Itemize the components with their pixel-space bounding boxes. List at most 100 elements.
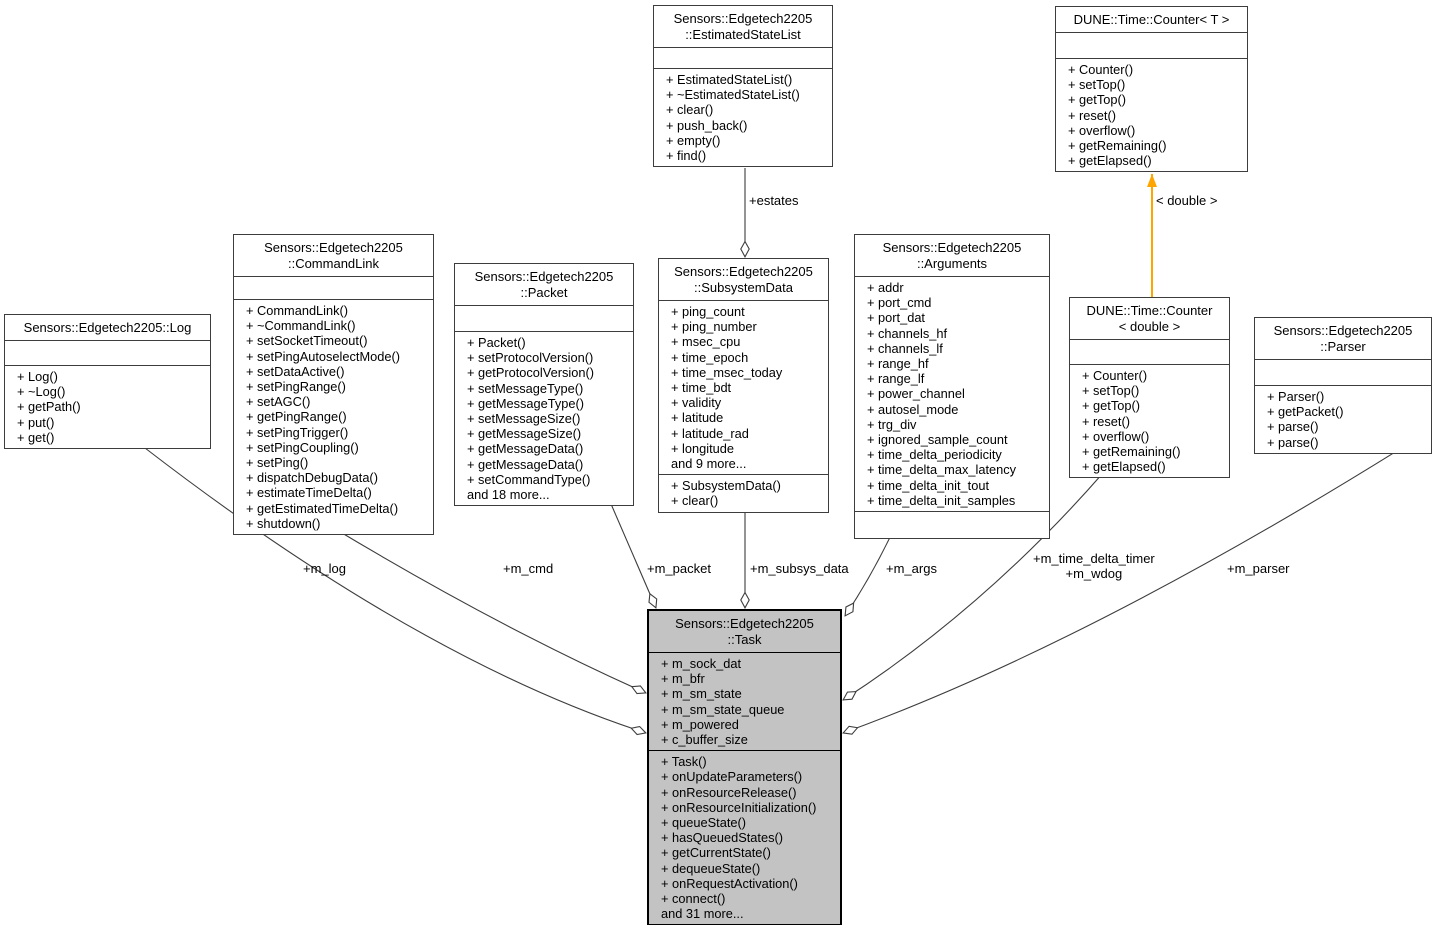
- method-row: + getTop(): [1068, 92, 1126, 108]
- edge-m-timers: [842, 472, 1104, 701]
- method-row: + getProtocolVersion(): [467, 365, 594, 381]
- class-methods-section: [855, 511, 1049, 538]
- method-row: + Packet(): [467, 335, 526, 350]
- class-attributes-section: [1070, 339, 1229, 364]
- edge-label-line: +m_packet: [647, 561, 711, 576]
- method-row: + queueState(): [661, 815, 747, 831]
- method-row: and 18 more...: [467, 487, 550, 503]
- method-row: + shutdown(): [246, 515, 321, 531]
- edge-label-line: +m_subsys_data: [750, 561, 849, 576]
- method-row: + hasQueuedStates(): [661, 830, 784, 846]
- method-row: + setCommandType(): [467, 471, 591, 487]
- method-row: + getMessageType(): [467, 395, 585, 411]
- edge-label-line: +m_args: [886, 561, 937, 576]
- method-row: + overflow(): [1082, 428, 1150, 444]
- class-title: Sensors::Edgetech2205::SubsystemData: [659, 259, 828, 300]
- method-row: + SubsystemData(): [671, 478, 781, 494]
- class-title-line: Sensors::Edgetech2205: [673, 11, 813, 26]
- attribute-row: + ignored_sample_count: [867, 432, 1008, 448]
- class-title-line: Sensors::Edgetech2205: [674, 264, 813, 279]
- method-row: + setPingAutoselectMode(): [246, 348, 401, 364]
- class-title-line: ::Packet: [520, 285, 568, 300]
- method-row: + Parser(): [1267, 389, 1325, 404]
- attribute-row: + time_delta_max_latency: [867, 462, 1017, 478]
- attribute-row: + m_sm_state: [661, 686, 742, 702]
- method-row: + get(): [17, 429, 55, 445]
- method-row: + ~EstimatedStateList(): [666, 87, 800, 103]
- class-node-arguments[interactable]: Sensors::Edgetech2205::Arguments+ addr+ …: [854, 234, 1050, 540]
- attribute-row: + longitude: [671, 440, 734, 456]
- class-methods-section: + EstimatedStateList()+ ~EstimatedStateL…: [654, 68, 832, 166]
- class-methods-section: + Packet()+ setProtocolVersion()+ getPro…: [455, 331, 633, 505]
- class-title-line: ::Arguments: [916, 256, 988, 271]
- edge-m-packet: [607, 496, 658, 609]
- class-methods-section: + SubsystemData()+ clear(): [659, 474, 828, 511]
- edge-label-m_log: +m_log: [303, 561, 346, 576]
- attribute-row: + time_delta_init_samples: [867, 492, 1016, 508]
- attribute-row: + range_lf: [867, 371, 925, 387]
- attribute-row: + msec_cpu: [671, 334, 741, 350]
- method-row: + getTop(): [1082, 398, 1140, 414]
- attribute-row: + trg_div: [867, 416, 917, 432]
- method-row: + dequeueState(): [661, 860, 761, 876]
- class-attributes-section: [234, 276, 433, 299]
- class-title: Sensors::Edgetech2205::Parser: [1255, 318, 1431, 359]
- class-node-counter-t[interactable]: DUNE::Time::Counter< T >+ Counter()+ set…: [1055, 6, 1248, 173]
- attribute-row: + addr: [867, 280, 904, 295]
- class-title-line: ::CommandLink: [287, 256, 380, 271]
- class-title: DUNE::Time::Counter< T >: [1056, 7, 1247, 32]
- class-node-estimated-state-list[interactable]: Sensors::Edgetech2205::EstimatedStateLis…: [653, 5, 833, 168]
- method-row: + getRemaining(): [1068, 138, 1167, 154]
- method-row: + CommandLink(): [246, 303, 349, 318]
- method-row: + push_back(): [666, 117, 748, 133]
- class-node-parser[interactable]: Sensors::Edgetech2205::Parser+ Parser()+…: [1254, 317, 1432, 454]
- attribute-row: + m_bfr: [661, 671, 705, 687]
- class-title: Sensors::Edgetech2205::Packet: [455, 264, 633, 305]
- class-title: Sensors::Edgetech2205::CommandLink: [234, 235, 433, 276]
- attribute-row: + ping_number: [671, 319, 757, 335]
- attribute-row: + range_hf: [867, 356, 929, 372]
- edge-m-parser: [842, 448, 1401, 735]
- class-node-command-link[interactable]: Sensors::Edgetech2205::CommandLink+ Comm…: [233, 234, 434, 536]
- method-row: + setSocketTimeout(): [246, 333, 368, 349]
- method-row: + getPingRange(): [246, 409, 347, 425]
- attribute-row: + latitude_rad: [671, 425, 749, 441]
- class-title-line: DUNE::Time::Counter: [1086, 303, 1213, 318]
- class-node-task[interactable]: Sensors::Edgetech2205::Task+ m_sock_dat+…: [647, 609, 842, 925]
- method-row: + getCurrentState(): [661, 845, 771, 861]
- class-node-counter-double[interactable]: DUNE::Time::Counter< double >+ Counter()…: [1069, 297, 1230, 479]
- method-row: + onRequestActivation(): [661, 875, 798, 891]
- edge-label-m_packet: +m_packet: [647, 561, 711, 576]
- method-row: + setPing(): [246, 455, 309, 471]
- class-node-log[interactable]: Sensors::Edgetech2205::Log+ Log()+ ~Log(…: [4, 314, 211, 450]
- method-row: + ~Log(): [17, 384, 66, 400]
- class-title: Sensors::Edgetech2205::EstimatedStateLis…: [654, 6, 832, 47]
- attribute-row: + c_buffer_size: [661, 732, 748, 748]
- class-node-packet[interactable]: Sensors::Edgetech2205::Packet+ Packet()+…: [454, 263, 634, 507]
- attribute-row: + time_epoch: [671, 349, 749, 365]
- method-row: and 31 more...: [661, 906, 744, 922]
- edge-label-line: < double >: [1156, 193, 1218, 208]
- class-node-subsystem-data[interactable]: Sensors::Edgetech2205::SubsystemData+ pi…: [658, 258, 829, 513]
- method-row: + Counter(): [1068, 62, 1134, 77]
- method-row: + getElapsed(): [1082, 459, 1166, 475]
- method-row: + dispatchDebugData(): [246, 470, 378, 486]
- method-row: + ~CommandLink(): [246, 318, 356, 334]
- method-row: + setProtocolVersion(): [467, 350, 594, 366]
- class-attributes-section: + m_sock_dat+ m_bfr+ m_sm_state+ m_sm_st…: [649, 652, 840, 750]
- class-title-line: Sensors::Edgetech2205: [264, 240, 403, 255]
- attribute-row: + latitude: [671, 410, 724, 426]
- class-methods-section: + Task()+ onUpdateParameters()+ onResour…: [649, 750, 840, 924]
- edge-label-template-instance: < double >: [1156, 193, 1217, 208]
- class-title-line: ::Parser: [1320, 339, 1366, 354]
- edge-label-m_cmd: +m_cmd: [503, 561, 553, 576]
- method-row: + estimateTimeDelta(): [246, 485, 372, 501]
- edge-label-line: +m_log: [303, 561, 346, 576]
- class-attributes-section: + addr+ port_cmd+ port_dat+ channels_hf+…: [855, 276, 1049, 511]
- attribute-row: + time_msec_today: [671, 364, 783, 380]
- class-attributes-section: [1056, 32, 1247, 58]
- method-row: + put(): [17, 414, 55, 430]
- edge-label-line: +m_wdog: [1065, 566, 1123, 581]
- class-attributes-section: [1255, 359, 1431, 385]
